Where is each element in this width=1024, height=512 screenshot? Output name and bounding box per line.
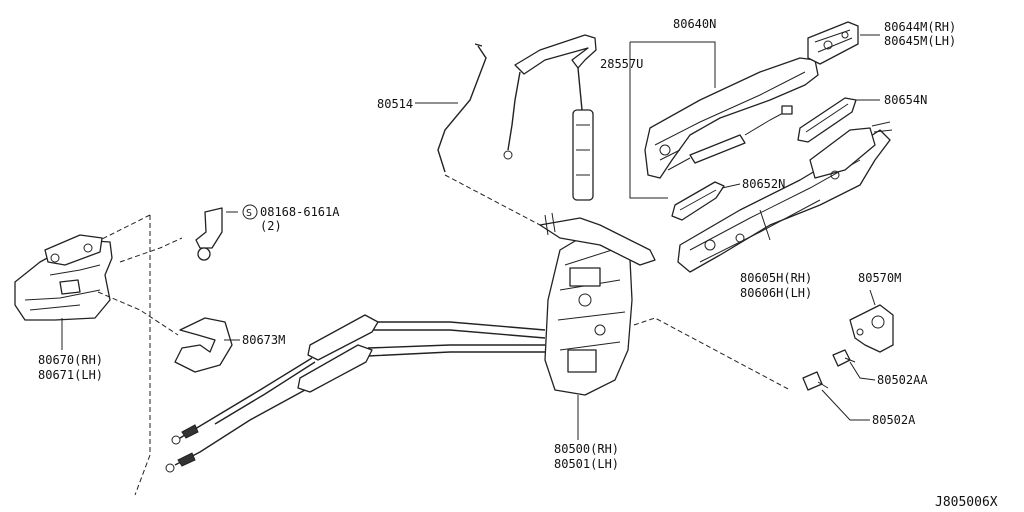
door-lock-actuator-80500 — [539, 212, 656, 396]
label-80645M: 80645M(LH) — [884, 34, 956, 48]
label-80606H: 80606H(LH) — [740, 286, 812, 300]
label-80652N: 80652N — [742, 177, 785, 191]
label-80673M: 80673M — [242, 333, 285, 347]
label-80640N: 80640N — [673, 17, 716, 31]
inside-handle-80670 — [14, 234, 113, 321]
label-08168-6161A: 08168-6161A — [260, 205, 340, 219]
label-80500: 80500(RH) — [554, 442, 619, 456]
lock-cables — [165, 314, 546, 473]
label-80570M: 80570M — [858, 271, 901, 285]
label-80502A: 80502A — [872, 413, 916, 427]
label-s-symbol: S — [246, 208, 252, 219]
label-80502AA: 80502AA — [877, 373, 928, 387]
label-80501: 80501(LH) — [554, 457, 619, 471]
standard-part-symbol — [242, 204, 258, 220]
diagram-code: J805006X — [935, 495, 998, 510]
screw-08168 — [195, 207, 223, 261]
label-80670: 80670(RH) — [38, 353, 103, 367]
label-28557U: 28557U — [600, 57, 643, 71]
leader-lines — [61, 34, 880, 440]
label-08168-qty: (2) — [260, 219, 282, 233]
outside-handle-80640N — [644, 57, 819, 179]
handle-frame-80605H — [677, 121, 893, 273]
bolt-80502AA — [832, 349, 856, 367]
striker-80570M — [849, 304, 894, 353]
handle-bracket-80644M — [807, 21, 859, 65]
label-80671: 80671(LH) — [38, 368, 103, 382]
gasket-80654N — [797, 97, 857, 143]
inside-cable-top — [503, 34, 597, 201]
rod-80514 — [437, 43, 487, 173]
bezel-80673M — [174, 317, 233, 373]
part-labels: 80640N 28557U 80644M(RH) 80645M(LH) 8065… — [38, 17, 998, 510]
label-80605H: 80605H(RH) — [740, 271, 812, 285]
label-80514: 80514 — [377, 97, 413, 111]
bolt-80502A — [802, 371, 829, 391]
dashed-guide-lines — [97, 174, 791, 496]
gasket-80652N — [671, 181, 725, 221]
label-80654N: 80654N — [884, 93, 927, 107]
label-80644M: 80644M(RH) — [884, 20, 956, 34]
